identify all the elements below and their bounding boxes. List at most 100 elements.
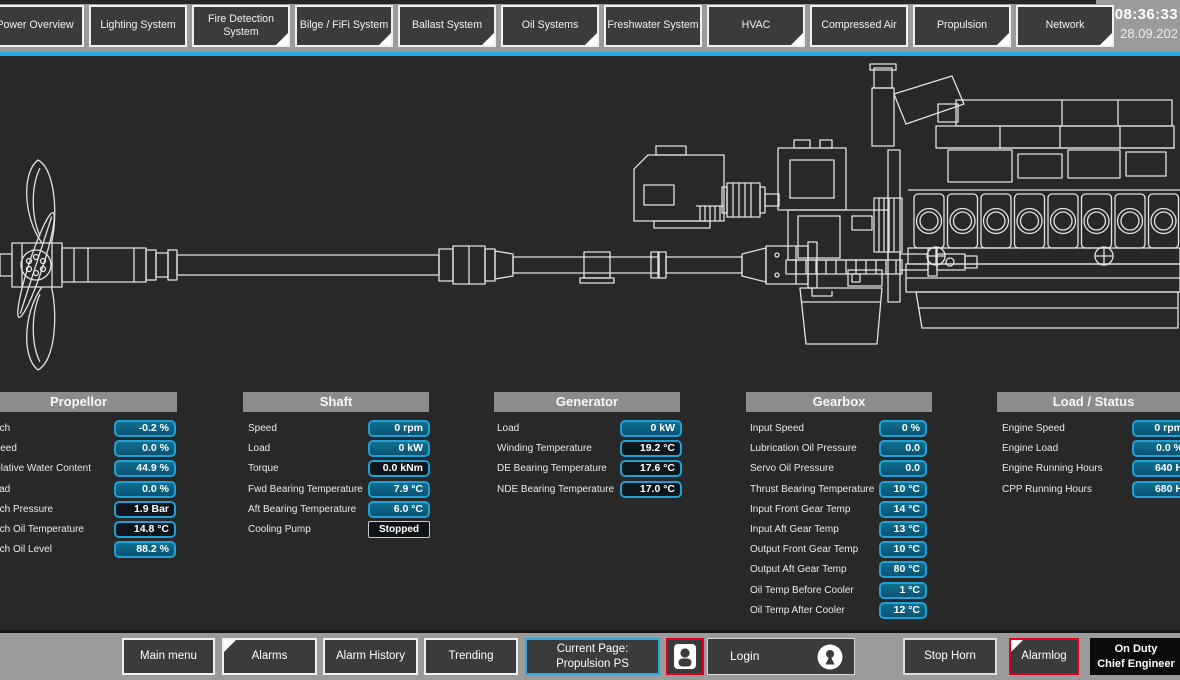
submenu-fold-icon	[379, 33, 391, 45]
tab-label: Ballast System	[411, 19, 483, 32]
alarm-history-button[interactable]: Alarm History	[323, 638, 418, 675]
param-value: Stopped	[368, 520, 430, 538]
trending-label: Trending	[448, 650, 494, 663]
stop-horn-label: Stop Horn	[924, 650, 976, 663]
current-page-name: Propulsion PS	[556, 657, 629, 670]
param-value: 17.0 °C	[620, 480, 682, 498]
param-label: Engine Running Hours	[1002, 463, 1103, 475]
tab-fire-detection-system[interactable]: Fire Detection System	[192, 5, 290, 47]
param-row-lubrication-oil-pressure: Lubrication Oil Pressure 0.0 Bar	[750, 440, 927, 458]
coupling-drawing	[721, 182, 780, 218]
main-menu-button[interactable]: Main menu	[122, 638, 215, 675]
param-label: Torque	[248, 463, 279, 475]
param-label: Speed	[248, 423, 277, 434]
param-label: Oil Temp After Cooler	[750, 604, 845, 616]
param-label: Load	[497, 423, 520, 434]
param-label: Servo Oil Pressure	[750, 463, 834, 475]
submenu-fold-icon	[997, 33, 1009, 45]
trending-button[interactable]: Trending	[424, 638, 518, 675]
tab-lighting-system[interactable]: Lighting System	[89, 5, 187, 47]
param-value: 1.9 Bar	[114, 500, 176, 518]
corner-fold-icon	[224, 640, 236, 652]
top-edge-strip	[0, 0, 1096, 4]
param-value: 0.0 %	[114, 440, 176, 458]
panel-title: Gearbox	[746, 392, 932, 412]
tab-oil-systems[interactable]: Oil Systems	[501, 5, 599, 47]
param-label: Winding Temperature	[497, 443, 592, 455]
tab-hvac[interactable]: HVAC	[707, 5, 805, 47]
stop-horn-button[interactable]: Stop Horn	[903, 638, 997, 675]
user-icon	[674, 644, 696, 669]
param-value: 7.9 °C	[368, 480, 430, 498]
param-value: 0 rpm	[1132, 420, 1180, 437]
param-value: 0 kW	[620, 420, 682, 437]
param-label: Lubrication Oil Pressure	[750, 443, 857, 455]
param-value: 0.0 Bar	[879, 440, 927, 458]
param-value: 640 H	[1132, 460, 1180, 478]
param-label: Output Front Gear Temp	[750, 544, 859, 556]
alarm-history-label: Alarm History	[335, 650, 405, 663]
param-value: 10 °C	[879, 480, 927, 498]
keyhole-icon	[817, 644, 843, 670]
clock: 08:36:33 28.09.202	[1115, 6, 1178, 41]
aux-unit-drawing	[633, 145, 725, 229]
param-value: 13 °C	[879, 520, 927, 538]
clock-date: 28.09.202	[1120, 26, 1178, 41]
tab-power-overview[interactable]: Power Overview	[0, 5, 84, 47]
tab-freshwater-system[interactable]: Freshwater System	[604, 5, 702, 47]
param-value: 17.6 °C	[620, 460, 682, 478]
param-value: 10 °C	[879, 541, 927, 559]
tab-ballast-system[interactable]: Ballast System	[398, 5, 496, 47]
on-duty-line2: Chief Engineer	[1097, 657, 1175, 670]
param-value: -0.2 %	[114, 420, 176, 437]
param-label: DE Bearing Temperature	[497, 463, 607, 475]
login-button[interactable]: Login	[707, 638, 855, 675]
tab-bilge-fifi-system[interactable]: Bilge / FiFi System	[295, 5, 393, 47]
submenu-fold-icon	[791, 33, 803, 45]
current-page-button[interactable]: Current Page: Propulsion PS	[525, 638, 660, 675]
login-label: Login	[730, 648, 760, 663]
user-button[interactable]	[666, 638, 704, 675]
engine-drawing	[847, 63, 1180, 329]
param-row-oil-temp-after-cooler: Oil Temp After Cooler 12 °C	[750, 601, 927, 619]
submenu-fold-icon	[482, 33, 494, 45]
on-duty-line1: On Duty	[1114, 643, 1158, 656]
tab-compressed-air[interactable]: Compressed Air	[810, 5, 908, 47]
main-menu-label: Main menu	[140, 650, 197, 663]
tab-propulsion[interactable]: Propulsion	[913, 5, 1011, 47]
alarmlog-button[interactable]: Alarmlog	[1009, 638, 1079, 675]
param-label: Input Front Gear Temp	[750, 503, 851, 515]
tab-label: Oil Systems	[521, 19, 579, 32]
param-label: Cooling Pump	[248, 523, 311, 535]
bottom-bar: SYSTEMS Main menu Alarms Alarm History T…	[0, 630, 1180, 680]
panel-title: Generator	[494, 392, 680, 412]
param-value: 0.0 %	[114, 480, 176, 498]
param-row-output-front-gear-temp: Output Front Gear Temp 10 °C	[750, 541, 927, 559]
alarms-button[interactable]: Alarms	[222, 638, 317, 675]
param-value: 12 °C	[879, 601, 927, 619]
param-label: Pitch Oil Level	[0, 544, 52, 556]
param-label: Aft Bearing Temperature	[248, 503, 357, 515]
tab-network[interactable]: Network	[1016, 5, 1114, 47]
panel-title: Shaft	[243, 392, 429, 412]
